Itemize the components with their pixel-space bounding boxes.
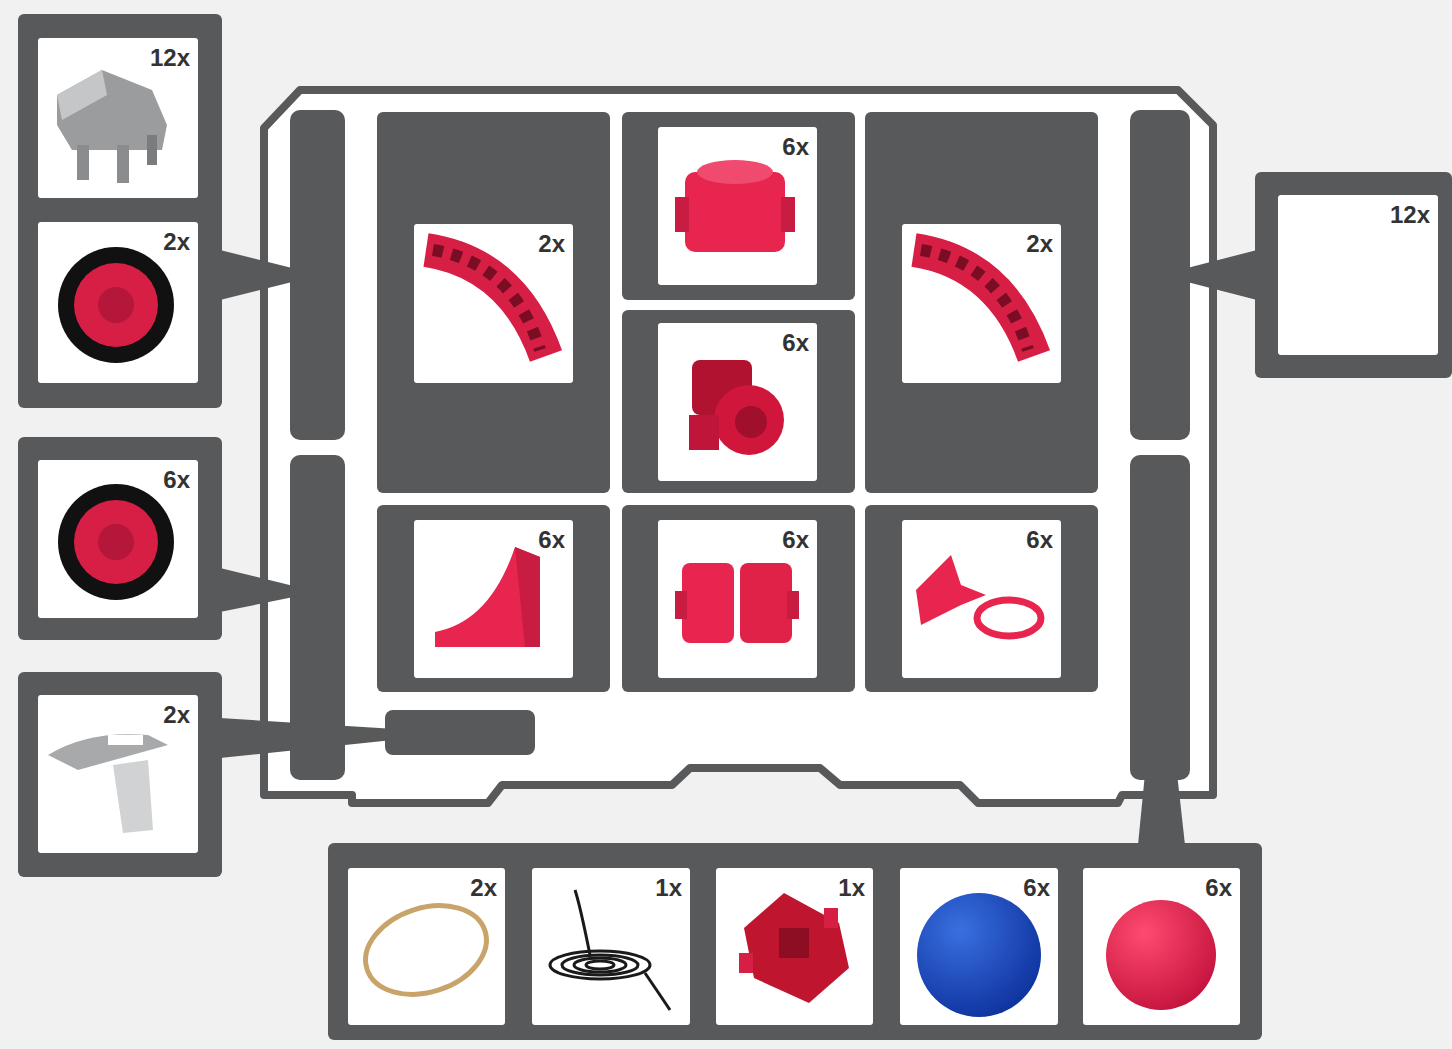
part-tile: 6x (900, 868, 1058, 1025)
gray-clip (57, 70, 167, 183)
part-tile: 2x (414, 224, 573, 383)
quantity-label: 6x (538, 526, 565, 554)
part-tile: 2x (902, 224, 1061, 383)
part-tile: 2x (348, 868, 505, 1025)
gray-lever (48, 734, 168, 833)
quantity-label: 1x (838, 874, 865, 902)
wheel (58, 484, 174, 600)
quantity-label: 6x (782, 133, 809, 161)
quantity-label: 12x (150, 44, 190, 72)
quantity-label: 2x (538, 230, 565, 258)
part-tile: 12x (38, 38, 198, 198)
red-double-block (675, 563, 799, 643)
quantity-label: 2x (163, 228, 190, 256)
part-tile: 1x (532, 868, 690, 1025)
red-block (675, 160, 795, 252)
part-tile: 12x (1278, 195, 1438, 355)
quantity-label: 6x (1026, 526, 1053, 554)
part-tile: 6x (1083, 868, 1240, 1025)
quantity-label: 6x (782, 329, 809, 357)
quantity-label: 6x (163, 466, 190, 494)
curved-rail (914, 250, 1034, 356)
callout-panels (18, 14, 1452, 1040)
wheel (58, 247, 174, 363)
part-tile: 2x (38, 695, 198, 853)
red-connector (689, 360, 784, 455)
part-tile: 6x (658, 520, 817, 678)
cord (550, 890, 670, 1010)
part-tile: 2x (38, 222, 198, 383)
red-ring-holder (916, 555, 1041, 636)
quantity-label: 12x (1390, 201, 1430, 229)
quantity-label: 2x (470, 874, 497, 902)
part-tile: 6x (38, 460, 198, 618)
part-tile: 6x (658, 323, 817, 481)
curved-rail (426, 250, 546, 356)
part-tile: 6x (658, 127, 817, 285)
part-tile: 6x (414, 520, 573, 678)
box-outline (264, 90, 1213, 803)
quantity-label: 6x (782, 526, 809, 554)
red-ball (1106, 900, 1216, 1010)
quantity-label: 6x (1023, 874, 1050, 902)
rubber-band (354, 891, 498, 1009)
quantity-label: 6x (1205, 874, 1232, 902)
part-tile: 1x (716, 868, 873, 1025)
red-ramp (435, 547, 540, 647)
part-tile: 6x (902, 520, 1061, 678)
quantity-label: 2x (1026, 230, 1053, 258)
quantity-label: 2x (163, 701, 190, 729)
red-coupler (739, 893, 849, 1003)
compartments (377, 112, 1098, 692)
blue-ball (917, 893, 1041, 1017)
quantity-label: 1x (655, 874, 682, 902)
